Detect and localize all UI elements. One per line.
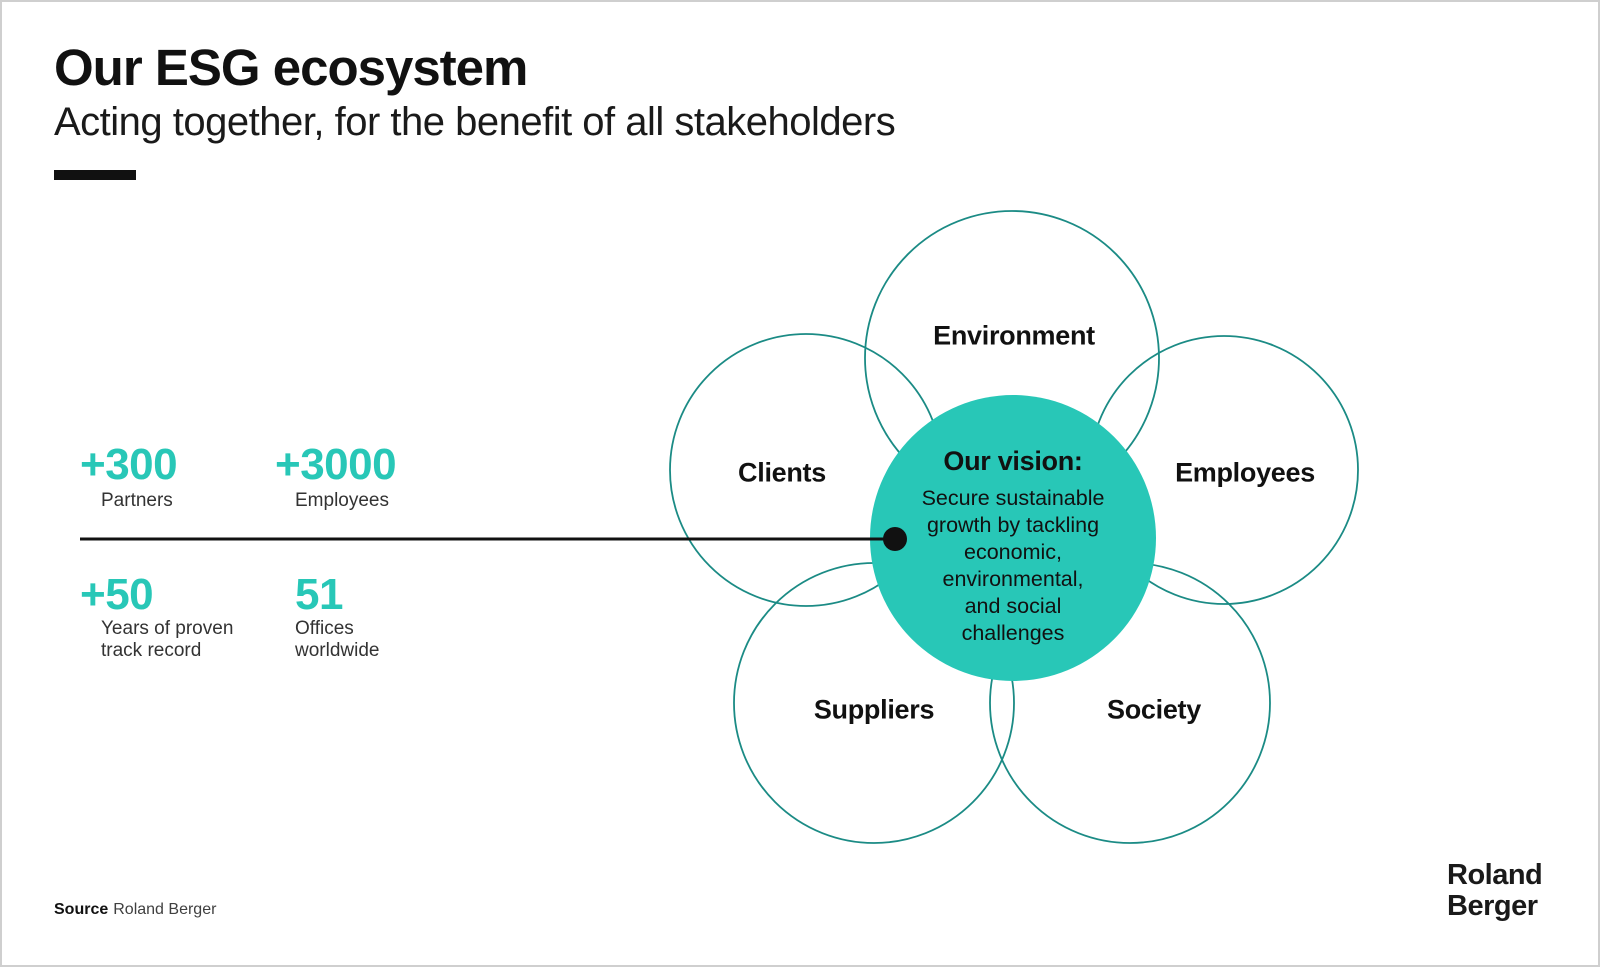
page-title: Our ESG ecosystem [54,39,528,96]
source-label: Source [54,901,109,918]
stat-partners-value: +300 [80,440,178,489]
vision-body-line: Secure sustainable [921,486,1105,510]
title-underline-bar [54,170,136,180]
roland-berger-logo: Roland Berger [1447,859,1543,922]
logo-line-1: Roland [1447,859,1543,891]
stat-track-record-label: Years of proven track record [101,618,234,661]
stat-offices-value: 51 [295,570,343,619]
logo-line-2: Berger [1447,890,1538,922]
stat-track-record-value: +50 [80,570,154,619]
node-label-society: Society [1107,694,1201,725]
vision-body-line: growth by tackling [926,513,1100,537]
node-label-clients: Clients [738,457,826,488]
connector-endpoint-dot [883,527,907,551]
stat-employees-value: +3000 [275,440,397,489]
vision-text-block: Our vision: Secure sustainable growth by… [873,446,1153,647]
stat-offices-label: Offices worldwide [295,618,380,661]
node-label-employees: Employees [1175,457,1315,488]
vision-body-line: economic, [964,540,1062,564]
stat-partners-label: Partners [101,490,173,511]
node-label-environment: Environment [933,320,1095,351]
vision-center-circle [870,395,1156,681]
node-label-suppliers: Suppliers [813,694,935,725]
vision-body-line: environmental, [942,567,1084,591]
vision-heading: Our vision: [943,446,1083,476]
vision-body-line: challenges [961,621,1065,645]
stat-employees-label: Employees [295,490,389,511]
vision-body-line: and social [964,594,1062,618]
page-subtitle: Acting together, for the benefit of all … [54,100,896,144]
source-value: Roland Berger [113,901,217,918]
